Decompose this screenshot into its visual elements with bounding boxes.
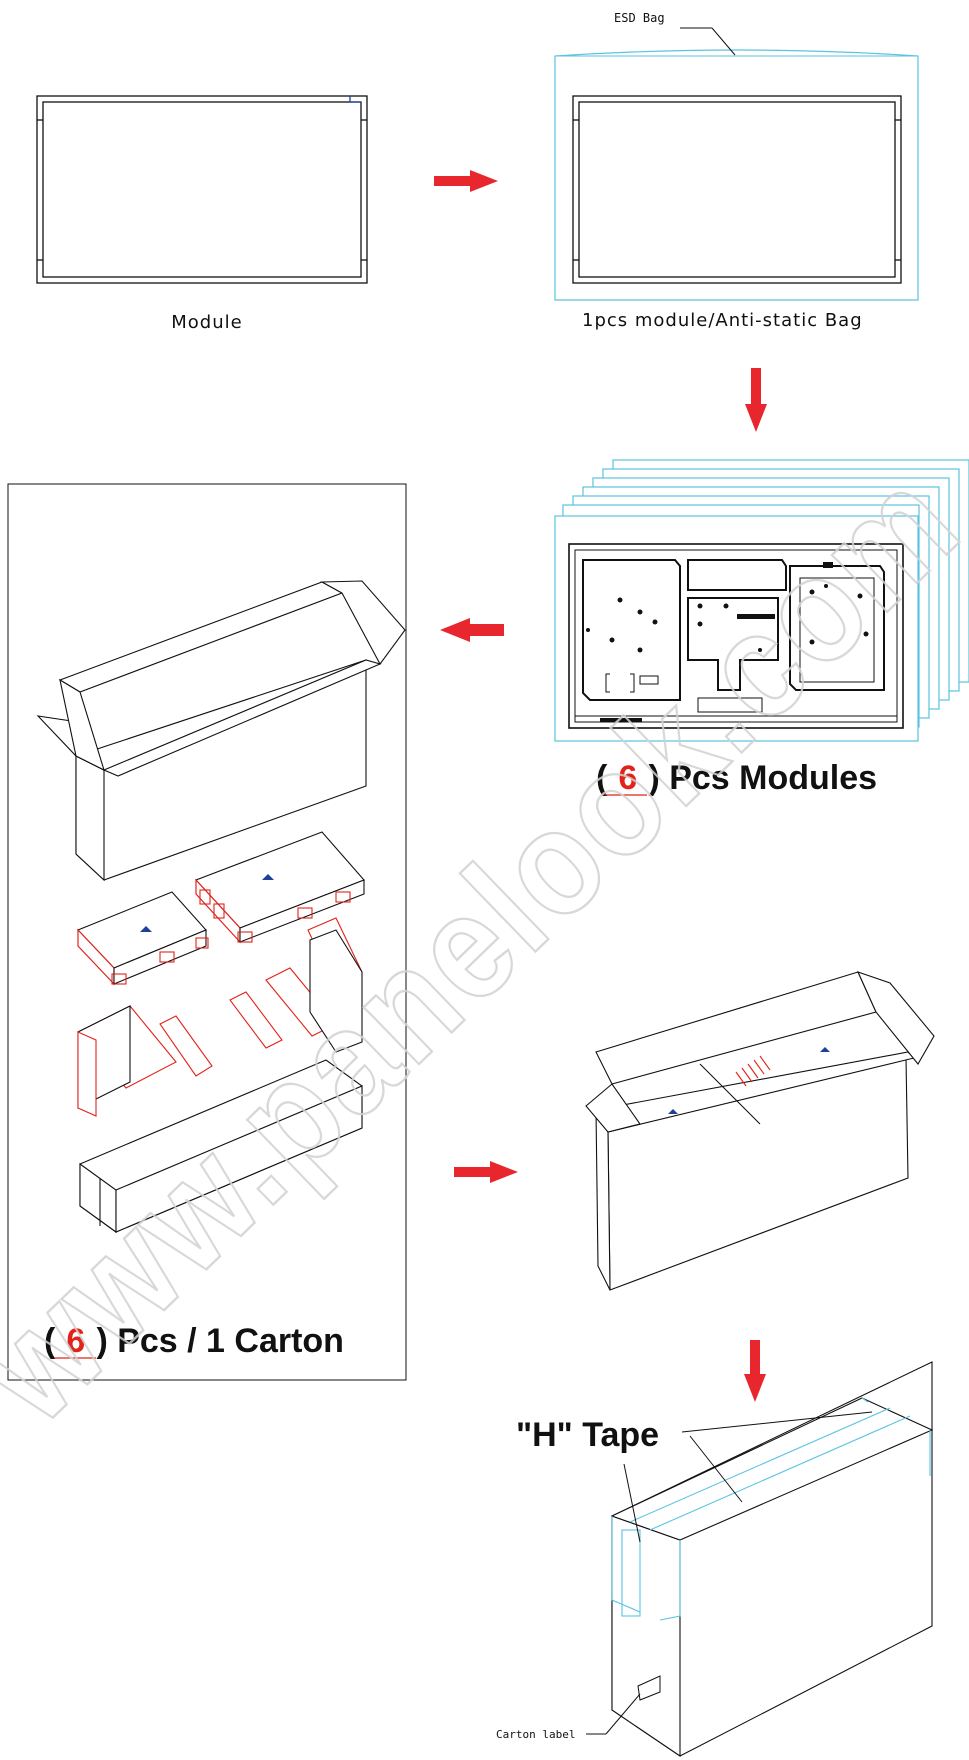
module-in-bag-label: 1pcs module/Anti-static Bag <box>582 310 863 331</box>
h-tape-label: "H" Tape <box>516 1416 659 1454</box>
modules-count: 6 <box>618 759 637 797</box>
carton-tray <box>79 1059 363 1234</box>
arrow-right-icon <box>454 1161 518 1183</box>
modules-caption: ( 6 ) Pcs Modules <box>596 759 877 797</box>
module-stack-figure <box>554 459 969 742</box>
esd-bag-figure <box>554 27 919 301</box>
carton-count: 6 <box>66 1322 85 1360</box>
foam-pad-small <box>77 891 209 986</box>
open-carton-figure <box>36 580 406 882</box>
module-label: Module <box>171 312 242 333</box>
foam-pad-large <box>195 831 365 944</box>
foam-end-block-right <box>309 929 363 1053</box>
filled-carton-figure <box>585 971 935 1291</box>
carton-caption-text: ) Pcs / 1 Carton <box>96 1322 344 1360</box>
module-figure <box>36 95 368 284</box>
arrow-right-icon <box>434 170 498 192</box>
carton-caption-open: ( <box>44 1322 56 1360</box>
carton-label-label: Carton label <box>496 1728 575 1741</box>
arrow-down-icon <box>745 368 767 432</box>
foam-end-block-left <box>77 1005 131 1117</box>
arrow-down-icon <box>744 1340 766 1402</box>
modules-caption-open: ( <box>596 759 608 797</box>
taped-carton-figure <box>586 1361 934 1758</box>
esd-bag-label: ESD Bag <box>614 11 665 25</box>
carton-panel-frame <box>7 483 407 1381</box>
modules-caption-text: ) Pcs Modules <box>648 759 877 797</box>
arrow-left-icon <box>440 618 504 642</box>
carton-caption: ( 6 ) Pcs / 1 Carton <box>44 1322 344 1360</box>
